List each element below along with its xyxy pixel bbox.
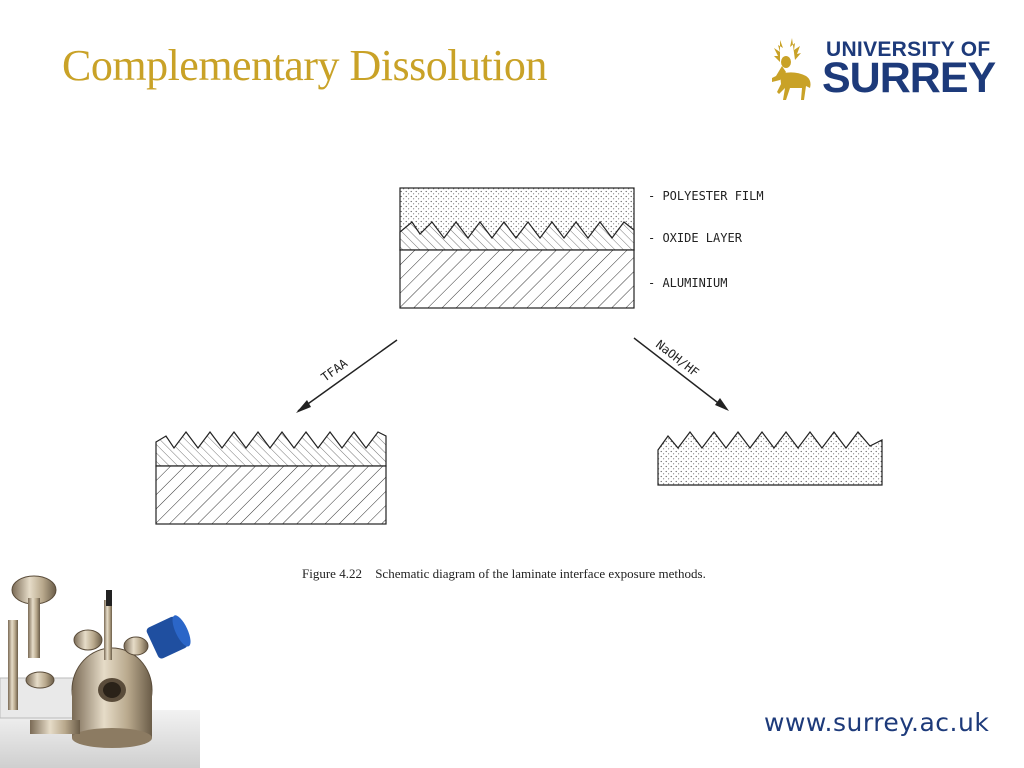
logo-line-2: SURREY — [822, 54, 996, 102]
label-tfaa: TFAA — [319, 356, 351, 385]
label-polyester-film: - POLYESTER FILM — [648, 189, 764, 203]
result-naoh-hf — [657, 431, 883, 486]
university-logo: UNIVERSITY OF SURREY — [758, 34, 996, 106]
logo-line-1: UNIVERSITY OF — [826, 38, 991, 61]
vacuum-chamber-illustration — [0, 575, 200, 768]
label-oxide-layer: - OXIDE LAYER — [648, 231, 743, 245]
arrow-right — [633, 337, 729, 411]
arrow-left — [296, 339, 398, 413]
stag-icon — [772, 38, 811, 100]
slide-title: Complementary Dissolution — [62, 41, 547, 90]
caption-number: Figure 4.22 — [302, 566, 362, 581]
top-laminate — [399, 187, 635, 309]
caption-text: Schematic diagram of the laminate interf… — [375, 566, 706, 581]
figure-caption: Figure 4.22 Schematic diagram of the lam… — [302, 566, 706, 582]
label-aluminium: - ALUMINIUM — [648, 276, 727, 290]
result-tfaa — [155, 431, 387, 525]
website-url[interactable]: www.surrey.ac.uk — [764, 708, 990, 737]
